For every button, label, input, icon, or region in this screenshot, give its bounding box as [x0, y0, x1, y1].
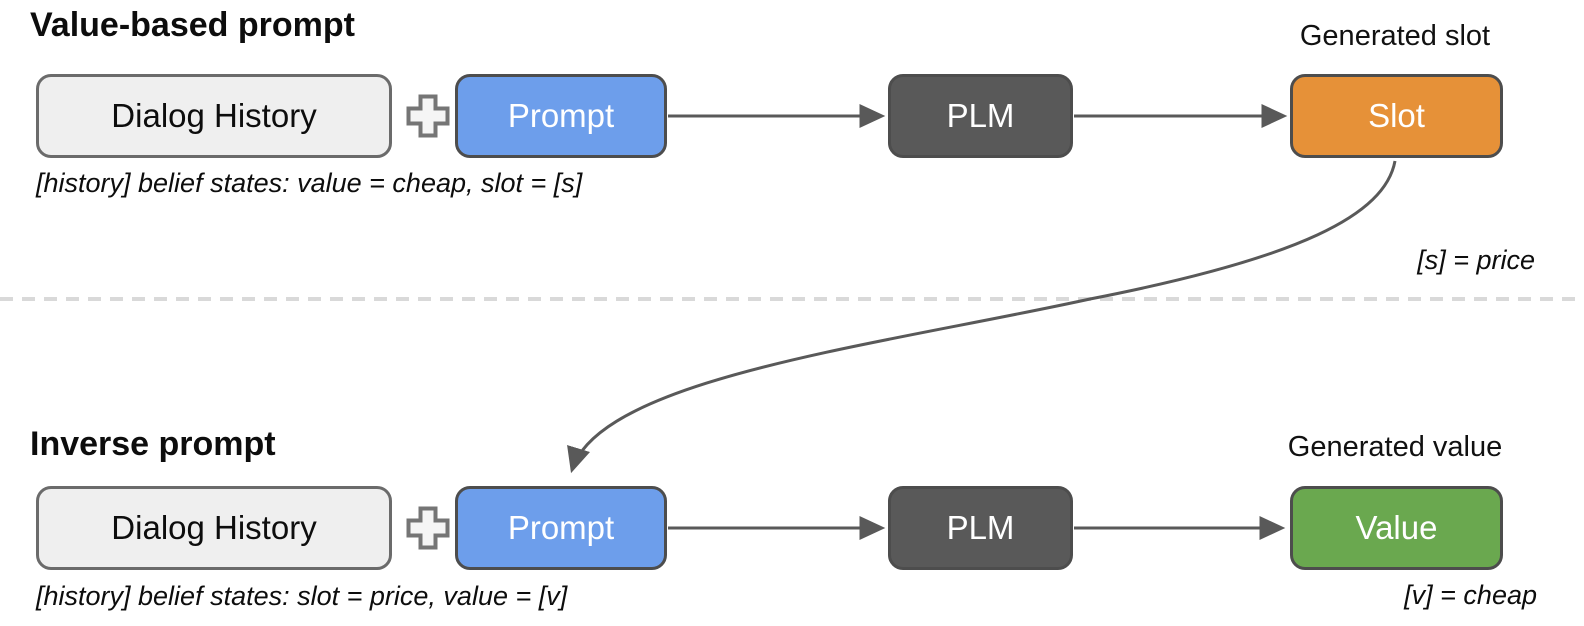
row1-slot-box: Slot [1290, 74, 1503, 158]
row2-result-text: [v] = cheap [1404, 580, 1537, 610]
row1-title: Value-based prompt [30, 6, 355, 44]
row2-value-box: Value [1290, 486, 1503, 570]
row1-result-text: [s] = price [1417, 245, 1535, 275]
row2-generated-value-label: Generated value [1287, 431, 1503, 463]
row1-plm-box: PLM [888, 74, 1073, 158]
row2-dialog-history-label: Dialog History [111, 509, 317, 546]
row2-dialog-history-box: Dialog History [36, 486, 392, 570]
row2-prompt-label: Prompt [507, 509, 615, 546]
row2-value-label: Value [1355, 509, 1438, 546]
plus-icon [406, 94, 450, 138]
row2-title: Inverse prompt [30, 425, 276, 463]
row1-plm-label: PLM [946, 97, 1015, 134]
plus-icon [406, 506, 450, 550]
row2-plm-label: PLM [946, 509, 1015, 546]
row2-prompt-box: Prompt [455, 486, 667, 570]
arrow-slot-to-inverse-prompt-curve [567, 160, 1397, 474]
row2-prompt-caption: [history] belief states: slot = price, v… [36, 581, 568, 611]
row1-generated-slot-label: Generated slot [1299, 20, 1491, 52]
row1-slot-label: Slot [1368, 97, 1425, 134]
row1-dialog-history-label: Dialog History [111, 97, 317, 134]
row2-plm-box: PLM [888, 486, 1073, 570]
row1-prompt-box: Prompt [455, 74, 667, 158]
row1-prompt-caption: [history] belief states: value = cheap, … [36, 168, 583, 198]
row1-prompt-label: Prompt [507, 97, 615, 134]
row1-dialog-history-box: Dialog History [36, 74, 392, 158]
